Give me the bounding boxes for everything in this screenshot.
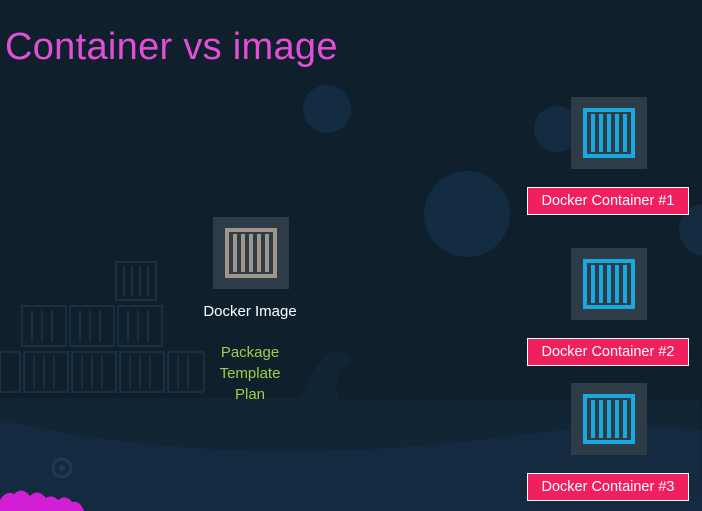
docker-image-label: Docker Image: [203, 303, 297, 320]
slide-title: Container vs image: [5, 26, 338, 68]
docker-container-3-label: Docker Container #3: [527, 473, 689, 501]
docker-container-2-label: Docker Container #2: [527, 338, 689, 366]
description-item-template: Template: [219, 365, 281, 382]
docker-container-1-label: Docker Container #1: [527, 187, 689, 215]
docker-container-icon: [571, 248, 647, 320]
description-item-plan: Plan: [234, 386, 266, 403]
docker-image-icon: [213, 217, 289, 289]
description-item-package: Package: [220, 344, 280, 361]
image-description-list: Package Template Plan: [190, 342, 310, 405]
docker-container-icon: [571, 383, 647, 455]
docker-container-icon: [571, 97, 647, 169]
